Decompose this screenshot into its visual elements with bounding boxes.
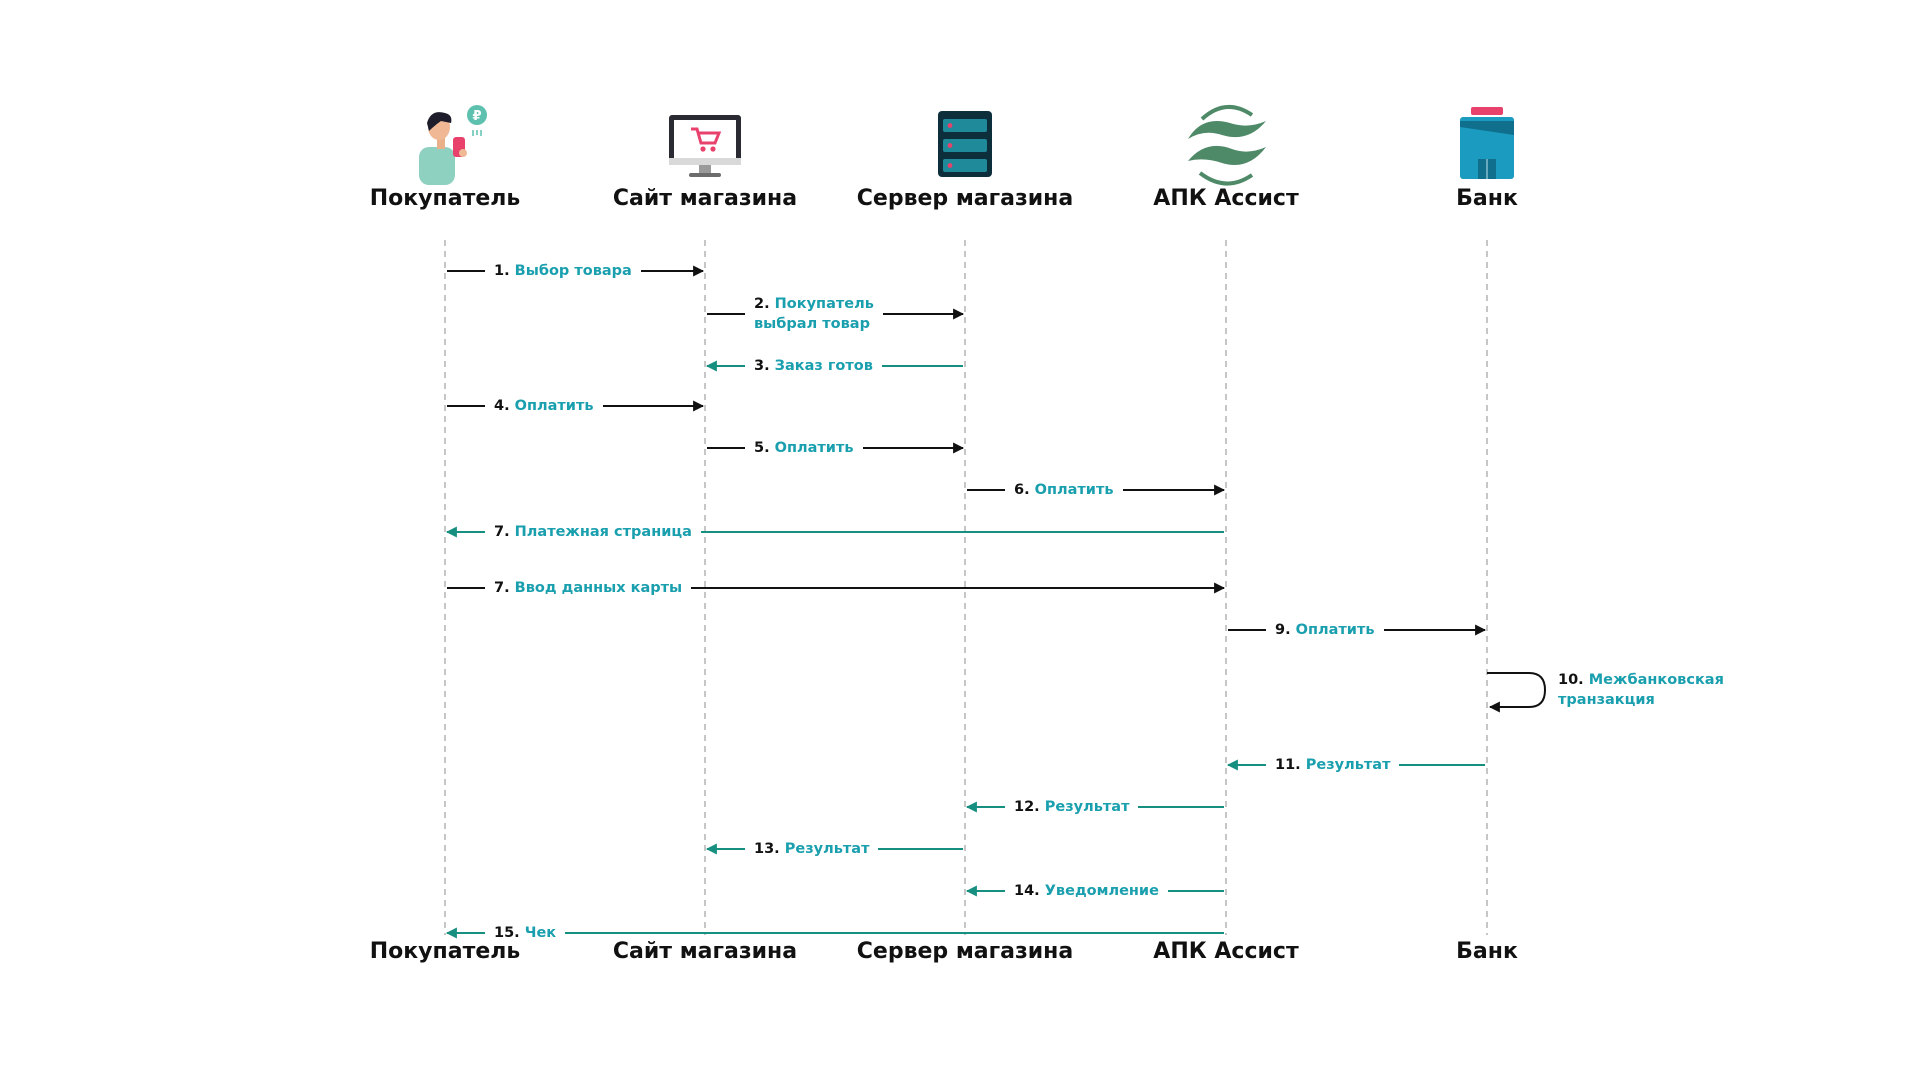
person-with-phone-icon: ₽ — [419, 105, 487, 185]
message-text: Межбанковская — [1588, 672, 1724, 688]
message-label: 7. Платежная страница — [485, 522, 701, 542]
message-label: 6. Оплатить — [1005, 480, 1123, 500]
message-label: 1. Выбор товара — [485, 261, 641, 281]
message-number: 5. — [754, 440, 775, 456]
message-text: Чек — [524, 925, 557, 941]
message-number: 11. — [1275, 757, 1306, 773]
message-number: 2. — [754, 296, 775, 312]
participant-title-buyer-bottom: Покупатель — [369, 939, 521, 964]
message-number: 13. — [754, 841, 785, 857]
message-label: 5. Оплатить — [745, 438, 863, 458]
message-number: 10. — [1558, 672, 1589, 688]
message-number: 9. — [1275, 622, 1296, 638]
participant-title-server-bottom: Сервер магазина — [856, 939, 1074, 964]
participant-title-bank-top: Банк — [1456, 186, 1518, 211]
server-rack-icon — [938, 111, 992, 177]
message-label: 7. Ввод данных карты — [485, 578, 692, 598]
message-number: 6. — [1014, 482, 1035, 498]
message-number: 15. — [494, 925, 525, 941]
message-number: 7. — [494, 524, 515, 540]
message-text: Оплатить — [774, 440, 854, 456]
participant-title-server-top: Сервер магазина — [856, 186, 1074, 211]
message-number: 1. — [494, 263, 515, 279]
svg-text:₽: ₽ — [472, 109, 481, 124]
bank-building-icon — [1460, 107, 1514, 179]
message-label: 9. Оплатить — [1266, 620, 1384, 640]
participant-title-apk-top: АПК Ассист — [1153, 186, 1299, 211]
message-label: 4. Оплатить — [485, 396, 603, 416]
message-text: Заказ готов — [774, 358, 873, 374]
message-text: Платежная страница — [514, 524, 692, 540]
participant-title-buyer-top: Покупатель — [369, 186, 521, 211]
message-label: 15. Чек — [485, 923, 566, 943]
monitor-cart-icon — [669, 115, 741, 177]
message-text: Результат — [1305, 757, 1391, 773]
message-arrow — [1487, 672, 1547, 713]
message-text: Результат — [784, 841, 870, 857]
message-text: Покупатель — [774, 296, 874, 312]
message-text: Результат — [1044, 799, 1130, 815]
participant-title-site-bottom: Сайт магазина — [612, 939, 798, 964]
assist-logo-icon — [1188, 105, 1266, 186]
message-label: 11. Результат — [1266, 755, 1400, 775]
message-text: Выбор товара — [514, 263, 632, 279]
message-text: Ввод данных карты — [514, 580, 683, 596]
message-label: 2. Покупатель выбрал товар — [745, 294, 883, 334]
message-label: 10. Межбанковская транзакция — [1549, 670, 1733, 710]
message-label: 13. Результат — [745, 839, 879, 859]
message-number: 4. — [494, 398, 515, 414]
message-number: 14. — [1014, 883, 1045, 899]
message-label: 3. Заказ готов — [745, 356, 882, 376]
message-text: Оплатить — [1295, 622, 1375, 638]
message-label: 14. Уведомление — [1005, 881, 1168, 901]
message-text: выбрал товар — [754, 316, 870, 332]
message-number: 7. — [494, 580, 515, 596]
participant-title-site-top: Сайт магазина — [612, 186, 798, 211]
message-number: 12. — [1014, 799, 1045, 815]
message-label: 12. Результат — [1005, 797, 1139, 817]
participant-title-apk-bottom: АПК Ассист — [1153, 939, 1299, 964]
message-number: 3. — [754, 358, 775, 374]
message-text: Уведомление — [1044, 883, 1159, 899]
participant-title-bank-bottom: Банк — [1456, 939, 1518, 964]
message-text: транзакция — [1558, 692, 1655, 708]
message-text: Оплатить — [1034, 482, 1114, 498]
message-text: Оплатить — [514, 398, 594, 414]
